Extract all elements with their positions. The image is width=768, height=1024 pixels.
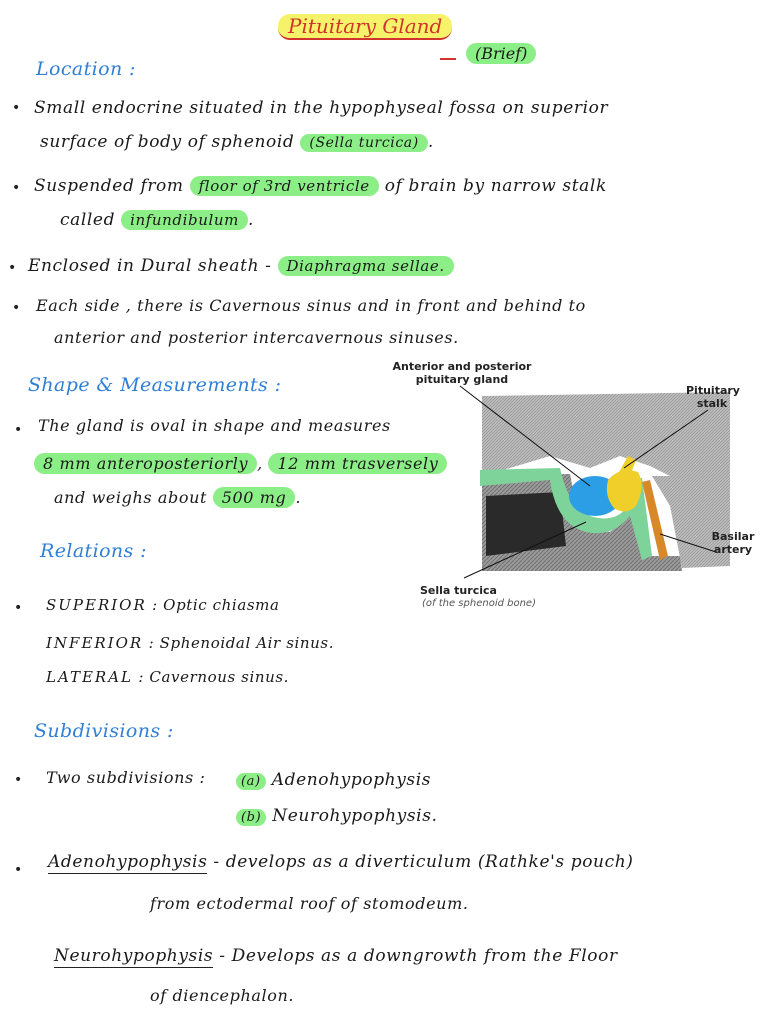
bullet-2: • [12, 180, 21, 196]
marker-b: (b) [236, 809, 267, 826]
shape-line2: 8 mm anteroposteriorly, 12 mm trasversel… [34, 453, 448, 474]
text: . [247, 210, 254, 230]
subdivision-b: (b) Neurohypophysis. [236, 806, 438, 826]
bullet-3: • [8, 260, 17, 276]
relation-key: LATERAL [46, 668, 134, 686]
text: - Develops as a downgrowth from the Floo… [219, 946, 618, 966]
highlight-sella: (Sella turcica) [300, 134, 428, 152]
text: Suspended from [34, 176, 184, 196]
relation-value: : Sphenoidal Air sinus. [148, 634, 335, 652]
brain-tissue [482, 392, 730, 486]
posterior-lobe [606, 470, 642, 512]
pituitary-figure: Anterior and posterior pituitary gland P… [390, 356, 762, 616]
highlight-diaphragma: Diaphragma sellae. [277, 256, 454, 276]
location-heading: Location : [36, 58, 136, 80]
neuro-line1: Neurohypophysis - Develops as a downgrow… [54, 946, 618, 968]
brief-badge: (Brief) [466, 43, 537, 64]
adeno-line1: Adenohypophysis - develops as a divertic… [48, 852, 634, 874]
subdivision-a: (a) Adenohypophysis [236, 770, 431, 790]
relation-value: : Optic chiasma [152, 596, 280, 614]
shape-heading: Shape & Measurements : [28, 374, 282, 396]
title-block: Pituitary Gland [278, 14, 453, 40]
bullet-5: • [14, 422, 23, 438]
text: Enclosed in Dural sheath - [28, 256, 272, 276]
label-gland: Anterior and posterior pituitary gland [392, 360, 532, 386]
relation-superior: SUPERIOR : Optic chiasma [46, 596, 280, 614]
marker-a: (a) [236, 773, 266, 790]
neuro-term: Neurohypophysis [54, 946, 214, 968]
location-b2-line1: Suspended from floor of 3rd ventricle of… [34, 176, 607, 196]
text: of brain by narrow stalk [384, 176, 607, 196]
relation-key: SUPERIOR [46, 596, 147, 614]
label-artery: Basilar artery [711, 530, 755, 556]
pituitary-diagram [459, 385, 730, 579]
adeno-line2: from ectodermal roof of stomodeum. [150, 894, 469, 913]
location-b4-line1: Each side , there is Cavernous sinus and… [36, 296, 586, 315]
location-b1-line1: Small endocrine situated in the hypophys… [34, 98, 609, 118]
highlight-anteroposterior: 8 mm anteroposteriorly [34, 453, 258, 474]
text: Adenohypophysis [271, 770, 432, 790]
relation-lateral: LATERAL : Cavernous sinus. [46, 668, 289, 686]
relations-heading-text: Relations : [40, 540, 147, 562]
text: , [257, 454, 263, 473]
leader-artery [659, 533, 717, 553]
adeno-term: Adenohypophysis [48, 852, 208, 874]
bullet-1: • [12, 100, 21, 116]
relation-key: INFERIOR [46, 634, 144, 652]
text: - develops as a diverticulum (Rathke's p… [213, 852, 634, 872]
title-dash [440, 58, 456, 60]
leader-stalk [623, 409, 709, 469]
label-stalk: Pituitary stalk [686, 384, 740, 410]
highlight-third-ventricle: floor of 3rd ventricle [189, 176, 379, 196]
text: surface of body of sphenoid [40, 132, 295, 152]
bullet-8: • [14, 862, 23, 878]
shape-line3: and weighs about 500 mg. [54, 487, 302, 508]
page-title: Pituitary Gland [278, 14, 453, 40]
subdivisions-heading: Subdivisions : [34, 720, 174, 742]
label-sella-sub: (of the sphenoid bone) [422, 598, 536, 609]
sella-turcica-shape [480, 468, 652, 560]
text: Neurohypophysis. [272, 806, 438, 826]
text: . [427, 132, 434, 152]
basilar-artery-shape [642, 480, 668, 560]
right-tissue [652, 476, 730, 568]
leader-sella [463, 521, 587, 579]
relation-value: : Cavernous sinus. [138, 668, 290, 686]
leader-gland [459, 385, 591, 487]
relation-inferior: INFERIOR : Sphenoidal Air sinus. [46, 634, 334, 652]
dark-cavity [486, 492, 566, 556]
bullet-6: • [14, 600, 23, 616]
location-b4-line2: anterior and posterior intercavernous si… [54, 328, 459, 347]
text: called [60, 210, 116, 230]
highlight-infundibulum: infundibulum [121, 210, 248, 230]
text: and weighs about [54, 488, 208, 507]
label-sella: Sella turcica [420, 584, 497, 597]
relations-heading: Relations : [40, 540, 147, 562]
text: . [295, 488, 302, 507]
bullet-7: • [14, 772, 23, 788]
location-b1-line2: surface of body of sphenoid (Sella turci… [40, 132, 434, 152]
shape-line1: The gland is oval in shape and measures [38, 416, 391, 435]
location-b3: Enclosed in Dural sheath - Diaphragma se… [28, 256, 454, 276]
location-b2-line2: called infundibulum. [60, 210, 254, 230]
highlight-transverse: 12 mm trasversely [268, 453, 448, 474]
bullet-4: • [12, 300, 21, 316]
highlight-weight: 500 mg [212, 487, 296, 508]
subdivisions-line1: Two subdivisions : [46, 768, 206, 787]
neuro-line2: of diencephalon. [150, 986, 295, 1005]
brief-label: (Brief) [466, 43, 537, 64]
